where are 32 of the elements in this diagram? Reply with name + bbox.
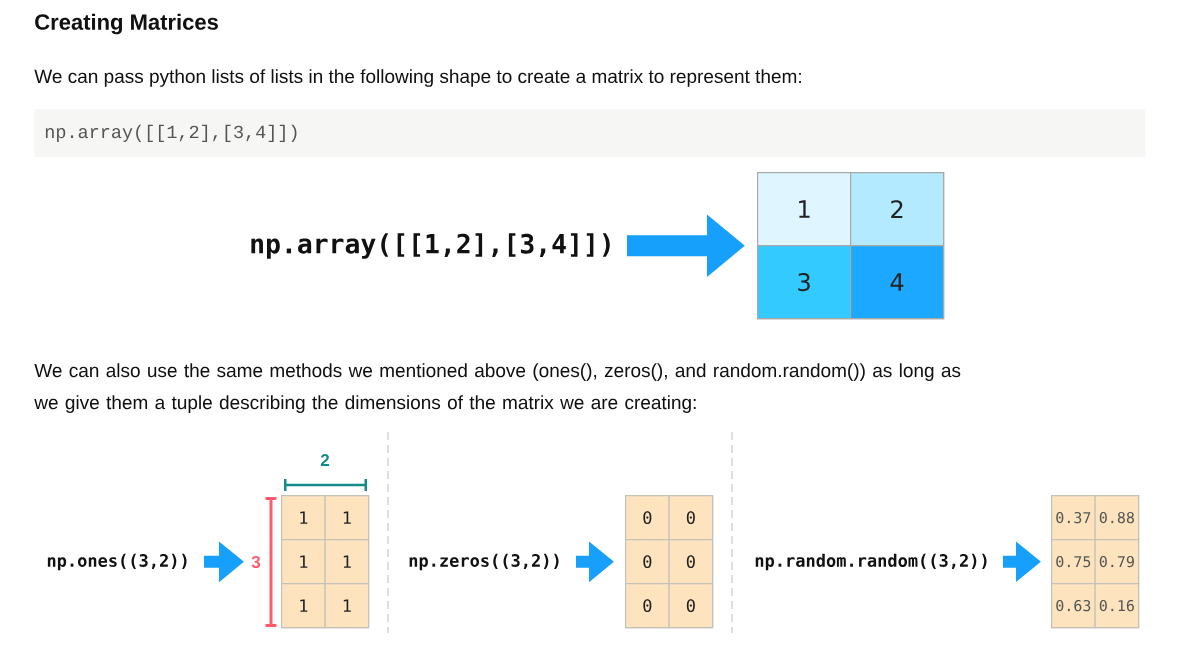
- matrix-cell: 0: [625, 583, 670, 629]
- matrix-cell: 1: [281, 539, 326, 585]
- code-text: np.zeros((3,2)): [409, 553, 559, 571]
- dimension-label: 2: [320, 454, 330, 466]
- matrix-cell: 0.16: [1094, 583, 1140, 629]
- code-text: np.array([[1,2],[3,4]]): [251, 233, 610, 259]
- paragraph: We can pass python lists of lists in the following shape to create a matrix to represent them:: [34, 69, 801, 87]
- matrix-cell: 0.88: [1094, 495, 1140, 541]
- matrix-cell: 0.75: [1051, 539, 1096, 585]
- code-block: np.array([[1,2],[3,4]]): [34, 109, 1146, 158]
- matrix-cell: 0: [668, 583, 714, 629]
- heading: Creating Matrices: [35, 13, 218, 35]
- matrix-cell: 0: [668, 495, 714, 541]
- code-text: np.random.random((3,2)): [755, 553, 987, 571]
- matrix-cell: 0.37: [1051, 495, 1096, 541]
- dimension-label: 3: [251, 555, 261, 569]
- paragraph: We can also use the same methods we mentioned above (ones(), zeros(), and random.random()) as long as we give them a tuple describing the dimensions of the matrix we are creating:: [34, 363, 961, 413]
- matrix-cell: 1: [281, 583, 326, 629]
- matrix-cell: 1: [324, 583, 370, 629]
- matrix-cell: 0.63: [1051, 583, 1096, 629]
- matrix-cell: 4: [850, 245, 945, 320]
- matrix-cell: 0: [625, 495, 670, 541]
- matrix-cell: 0: [668, 539, 714, 585]
- matrix-cell: 1: [324, 539, 370, 585]
- matrix-cell: 0.79: [1094, 539, 1140, 585]
- code-text: np.ones((3,2)): [47, 553, 187, 571]
- matrix-cell: 1: [757, 172, 852, 247]
- matrix-cell: 0: [625, 539, 670, 585]
- matrix-cell: 2: [850, 172, 945, 247]
- matrix-cell: 1: [281, 495, 326, 541]
- matrix-cell: 3: [757, 245, 852, 320]
- matrix-cell: 1: [324, 495, 370, 541]
